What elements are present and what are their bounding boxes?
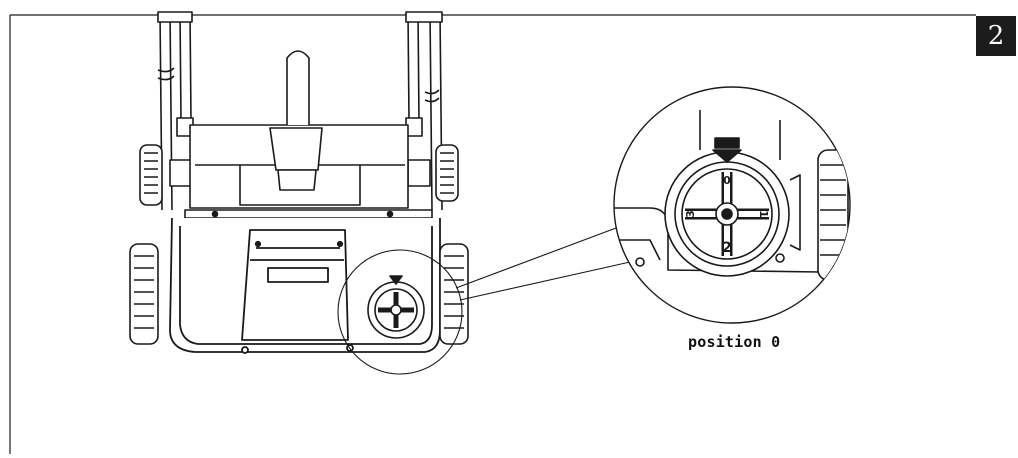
pointer-arrow-icon — [712, 137, 742, 163]
zoom-connector — [455, 221, 633, 301]
dial-label-0: 0 — [723, 174, 731, 187]
pointer-arrow-icon — [389, 275, 403, 285]
magnified-dial-view: 0 1 2 3 — [613, 86, 851, 324]
handle-rails — [157, 11, 443, 211]
dial-label-1: 1 — [757, 210, 770, 218]
rear-right-wheel — [435, 144, 459, 202]
rear-left-wheel — [139, 144, 163, 206]
mower-body — [129, 11, 469, 375]
front-right-wheel — [439, 243, 469, 345]
step-number-badge: 2 — [976, 16, 1016, 56]
catcher-handle — [269, 50, 323, 191]
zoom-source-circle — [337, 249, 463, 375]
dial-label-2: 2 — [722, 240, 732, 256]
figure-caption: position 0 — [688, 333, 781, 351]
dial-label-3: 3 — [684, 210, 697, 218]
height-adjustment-dial-icon — [367, 275, 425, 339]
front-left-wheel — [129, 243, 159, 345]
